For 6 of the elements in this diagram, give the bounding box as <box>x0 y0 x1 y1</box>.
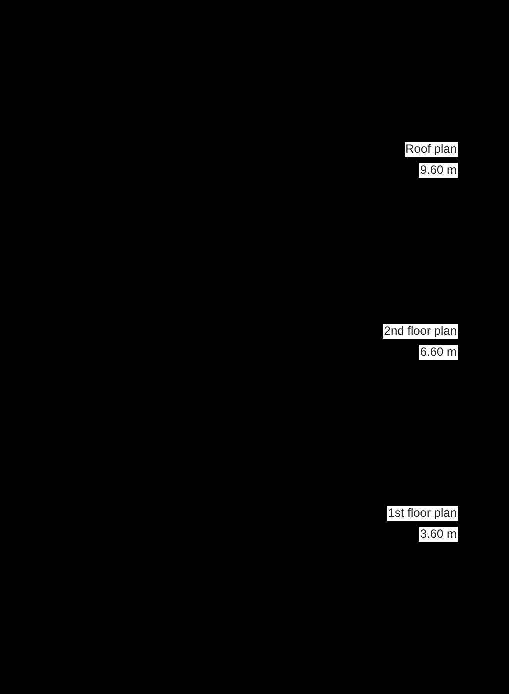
level-name: 2nd floor plan <box>383 324 458 339</box>
level-name: Roof plan <box>404 142 458 157</box>
level-elevation: 3.60 m <box>419 527 458 542</box>
level-name: 1st floor plan <box>387 506 458 521</box>
level-elevation: 6.60 m <box>419 345 458 360</box>
level-elevation: 9.60 m <box>419 163 458 178</box>
